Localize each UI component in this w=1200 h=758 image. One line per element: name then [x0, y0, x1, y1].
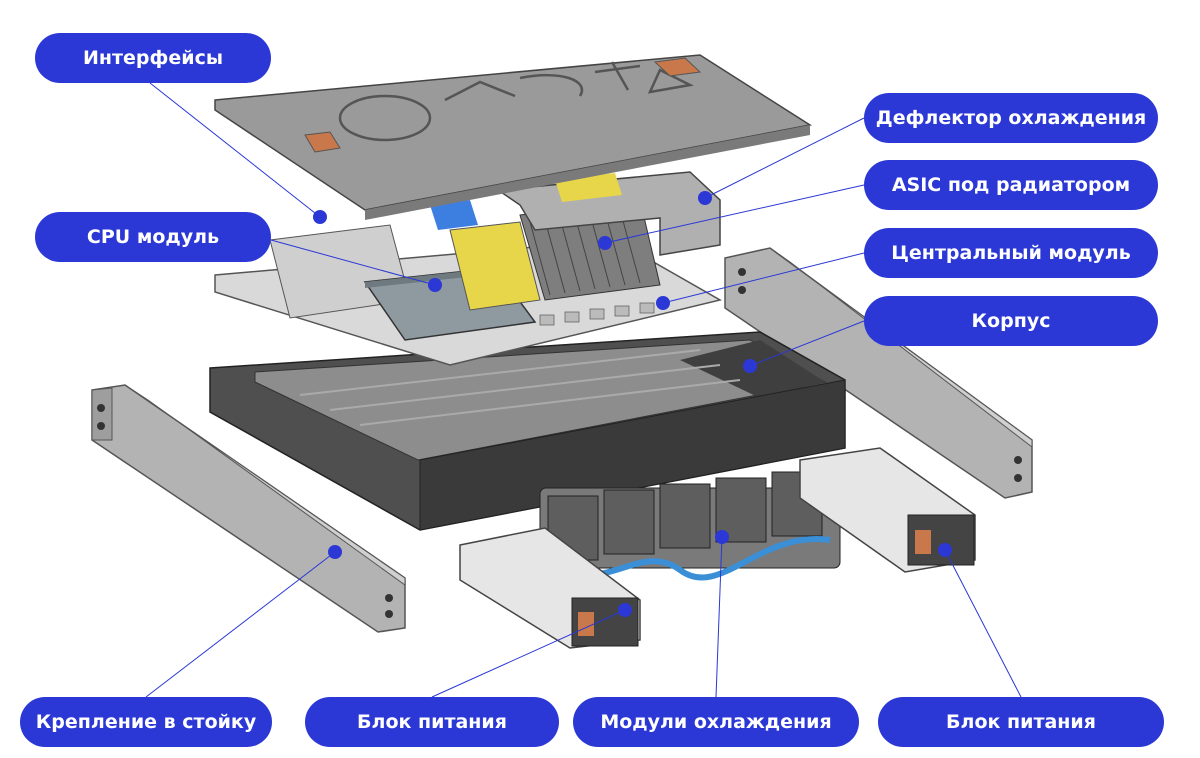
label-psu-right: Блок питания: [878, 697, 1164, 747]
label-chassis: Корпус: [864, 296, 1158, 346]
chassis: [209, 331, 846, 531]
top-lid: [214, 54, 812, 220]
right-rack-rail: [724, 247, 1033, 499]
cooling-deflector: [430, 171, 721, 256]
fan-modules: [539, 471, 841, 581]
label-rack-mount: Крепление в стойку: [20, 697, 272, 747]
callout-dots: [313, 191, 952, 617]
label-cpu-module: CPU модуль: [35, 212, 271, 262]
label-interfaces: Интерфейсы: [35, 33, 271, 83]
leader-lines: [145, 82, 1022, 698]
psu-right: [799, 447, 976, 573]
label-cooling-deflector: Дефлектор охлаждения: [864, 93, 1158, 143]
psu-left: [459, 527, 641, 649]
left-rack-rail: [91, 384, 406, 633]
label-asic: ASIC под радиатором: [864, 160, 1158, 210]
label-central-module: Центральный модуль: [864, 228, 1158, 278]
label-cooling-modules: Модули охлаждения: [573, 697, 859, 747]
label-psu-left: Блок питания: [305, 697, 559, 747]
